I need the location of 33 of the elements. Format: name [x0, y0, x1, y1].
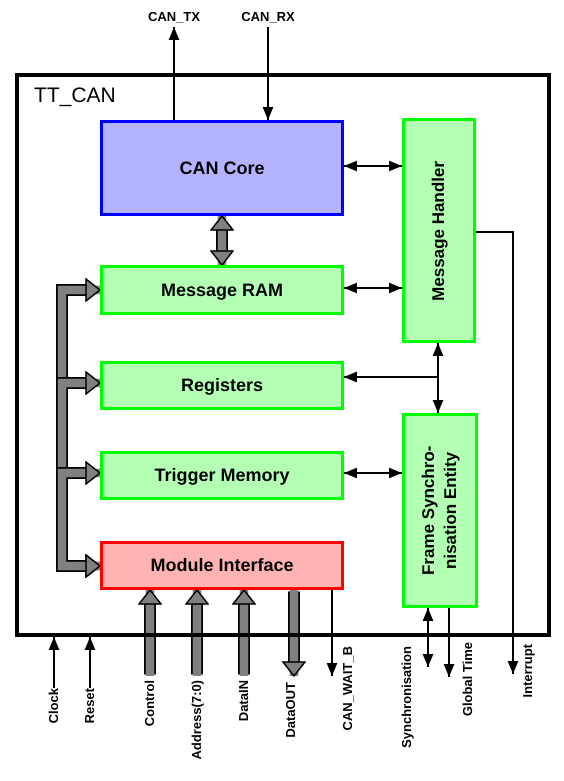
signal-label: Control [142, 680, 158, 726]
arrow [422, 608, 434, 667]
signal-label: DataIN [236, 680, 252, 722]
function-block: CAN Core [100, 120, 344, 216]
vertical-block: Message Handler [402, 118, 476, 343]
signal-label: Address(7:0) [189, 680, 205, 760]
function-block: Registers [100, 361, 344, 410]
signal-label: Synchronisation [399, 646, 415, 748]
signal-label: Clock [46, 688, 62, 724]
signal-label: DataOUT [283, 682, 299, 738]
signal-label: Reset [82, 688, 98, 724]
arrow [476, 231, 518, 674]
arrow [344, 372, 444, 413]
arrow [344, 160, 402, 172]
function-block: Trigger Memory [100, 451, 344, 500]
arrow [48, 637, 60, 688]
signal-label: CAN_RX [231, 8, 305, 26]
module-title: TT_CAN [34, 85, 116, 106]
signal-label: Global Time [460, 642, 476, 716]
arrow [84, 637, 96, 688]
arrow [168, 27, 180, 120]
function-block: Module Interface [100, 541, 344, 590]
module-frame [15, 73, 551, 637]
arrow [344, 282, 402, 294]
signal-label: Interrupt [520, 644, 536, 698]
vertical-block: Frame Synchro- nisation Entity [402, 413, 478, 608]
arrow [444, 608, 454, 677]
signal-label: CAN_TX [137, 8, 211, 26]
function-block: Message RAM [100, 265, 344, 315]
signal-label: CAN_WAIT_B [340, 646, 356, 731]
arrow [344, 468, 402, 478]
arrow [262, 27, 274, 120]
arrow [326, 590, 338, 676]
